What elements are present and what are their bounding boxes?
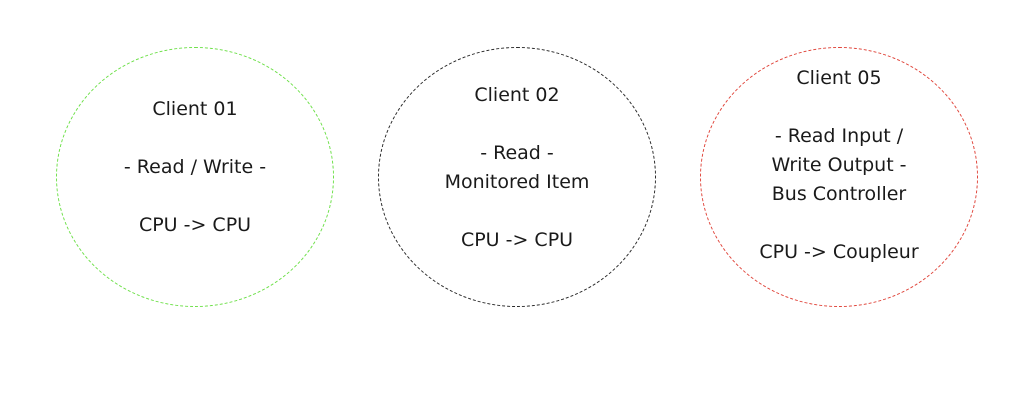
- client-01-mode: - Read / Write -: [123, 156, 267, 178]
- client-05-text: Client 05 - Read Input / Write Output - …: [701, 64, 977, 267]
- client-02-connection: CPU -> CPU: [460, 229, 574, 251]
- client-05-title: Client 05: [796, 67, 882, 89]
- client-05-mode-line-3: Bus Controller: [771, 183, 907, 205]
- client-01-connection: CPU -> CPU: [138, 214, 252, 236]
- client-05-circle: Client 05 - Read Input / Write Output - …: [700, 47, 978, 307]
- client-05-connection: CPU -> Coupleur: [759, 241, 919, 263]
- client-01-circle: Client 01 - Read / Write - CPU -> CPU: [56, 47, 334, 307]
- client-01-text: Client 01 - Read / Write - CPU -> CPU: [57, 95, 333, 240]
- client-01-title: Client 01: [152, 98, 238, 120]
- client-02-circle: Client 02 - Read - Monitored Item CPU ->…: [378, 47, 656, 307]
- client-02-title: Client 02: [474, 84, 560, 106]
- client-02-mode-line-1: - Read -: [480, 142, 554, 164]
- client-05-mode-line-2: Write Output -: [771, 154, 907, 176]
- client-05-mode-line-1: - Read Input /: [774, 125, 904, 147]
- client-02-mode-line-2: Monitored Item: [444, 171, 590, 193]
- client-02-text: Client 02 - Read - Monitored Item CPU ->…: [379, 81, 655, 255]
